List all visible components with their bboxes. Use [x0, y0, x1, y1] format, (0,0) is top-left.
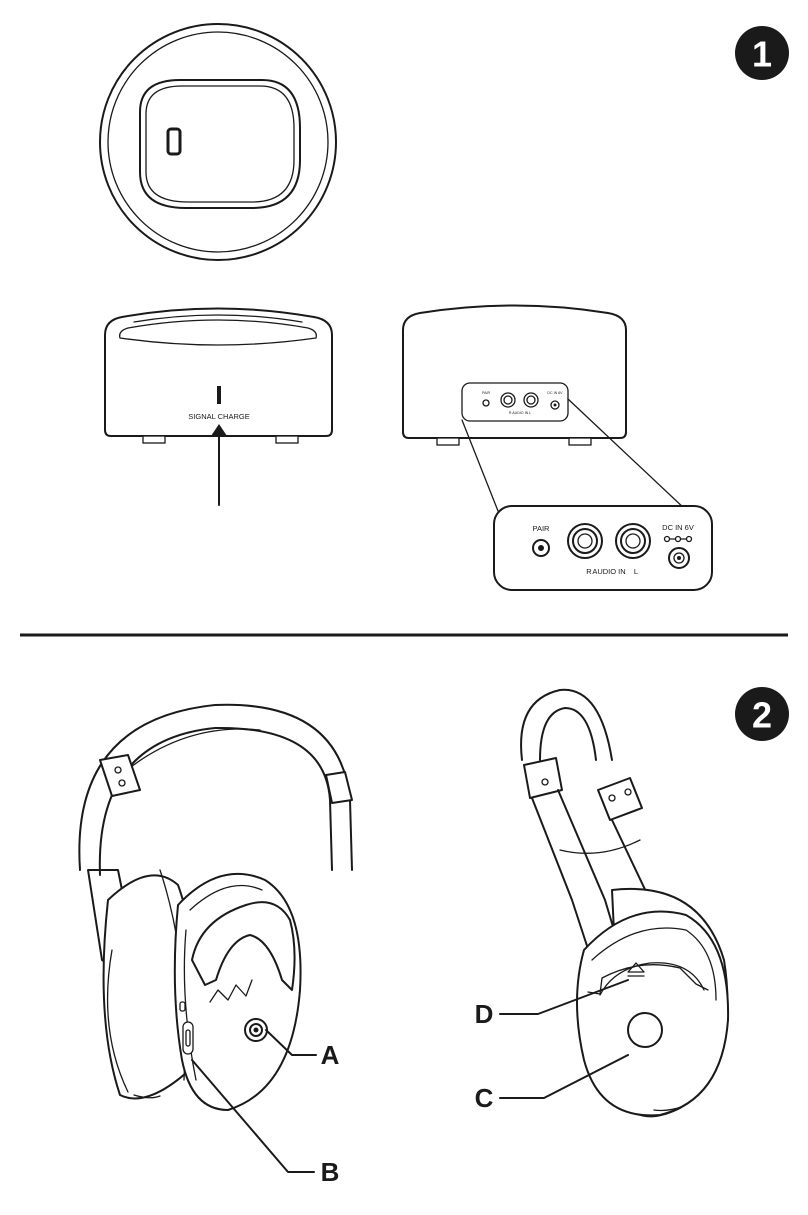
dc-in-label: DC IN 6V [662, 523, 694, 532]
callout-a: A [265, 1029, 340, 1070]
audio-in-left-jack-icon [615, 523, 651, 559]
audio-in-right-label: R [586, 567, 592, 576]
audio-in-label: AUDIO IN [592, 567, 625, 576]
base-station-rear-view: PAIR R AUDIO IN L DC IN 6V [402, 304, 687, 517]
charging-contact-icon [166, 127, 182, 156]
step-1-number: 1 [752, 34, 772, 75]
callout-d-label: D [475, 999, 494, 1029]
arrow-up-icon [211, 424, 227, 436]
callout-d: D [475, 979, 629, 1029]
callout-c-label: C [475, 1083, 494, 1113]
headphones-front-view [78, 703, 353, 1111]
svg-text:R AUDIO IN L: R AUDIO IN L [509, 411, 531, 415]
callout-b: B [191, 1059, 340, 1187]
svg-text:PAIR: PAIR [482, 391, 491, 395]
svg-text:DC IN 6V: DC IN 6V [547, 391, 563, 395]
headphones-folded-view [520, 688, 730, 1118]
callout-a-label: A [321, 1040, 340, 1070]
pair-button-icon [532, 539, 550, 557]
signal-charge-label: SIGNAL CHARGE [188, 412, 249, 421]
base-station-top-view [99, 23, 337, 261]
audio-in-right-jack-icon [567, 523, 603, 559]
step-1-badge: 1 [735, 26, 789, 80]
rear-panel-detail: PAIR R AUDIO IN L DC IN 6V [493, 505, 713, 591]
step-2-number: 2 [752, 695, 772, 736]
callout-b-label: B [321, 1157, 340, 1187]
dc-polarity-icon [663, 535, 693, 543]
base-station-front-view: SIGNAL CHARGE [104, 307, 333, 506]
pair-label: PAIR [533, 524, 551, 533]
dc-in-jack-icon [668, 547, 690, 569]
step-2-badge: 2 [735, 687, 789, 741]
callout-c: C [475, 1054, 629, 1113]
signal-charge-indicator-icon [217, 386, 221, 404]
audio-in-left-label: L [634, 567, 638, 576]
